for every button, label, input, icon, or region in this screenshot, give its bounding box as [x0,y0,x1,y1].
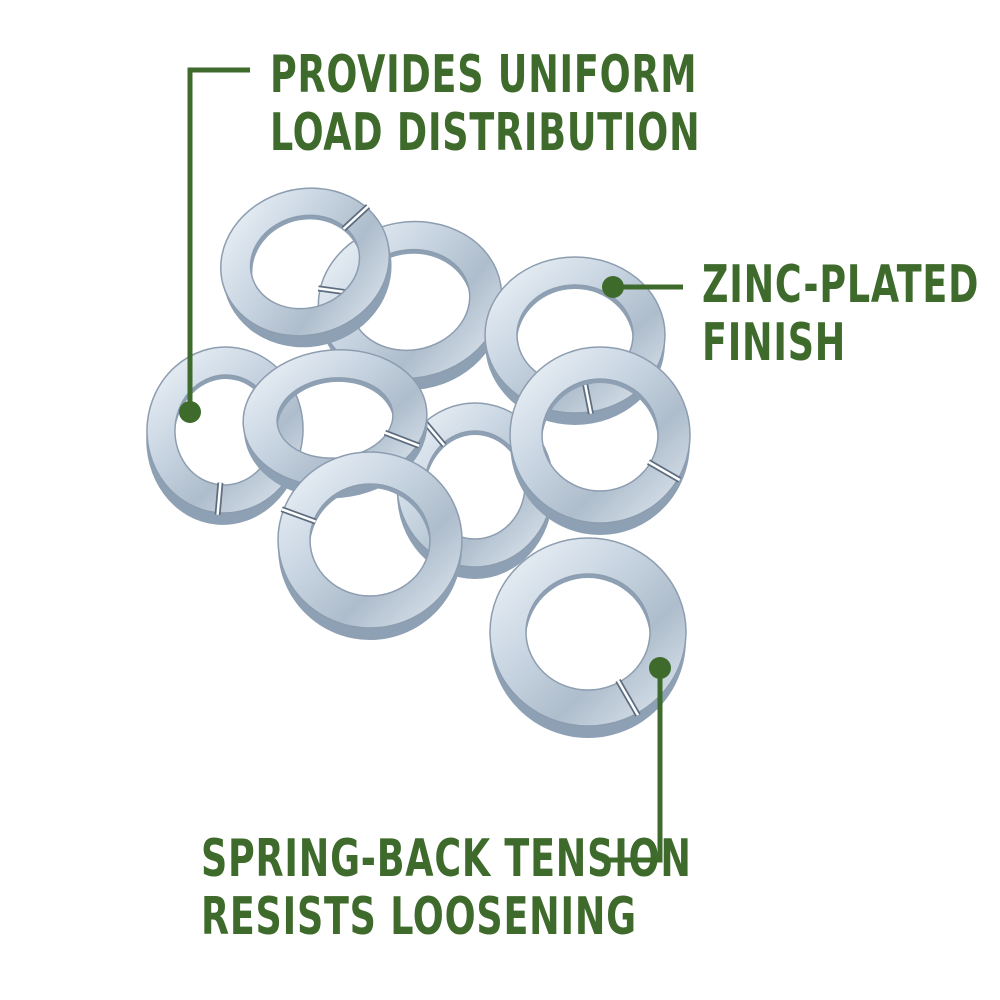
callout-dot [602,276,624,298]
callout-spring-back: SPRING-BACK TENSION RESISTS LOOSENING [200,829,692,947]
lock-washer [484,256,666,425]
callout-zinc-line1: ZINC-PLATED [702,255,980,315]
callout-zinc-plated: ZINC-PLATED FINISH [702,256,979,372]
leader-line-load [179,67,250,423]
callout-spring-line2: RESISTS LOOSENING [200,887,637,947]
callout-dot [179,401,201,423]
washer-group [146,187,691,738]
callout-load-line1: PROVIDES UNIFORM [270,45,698,105]
callout-zinc-line2: FINISH [702,313,847,373]
callout-load-distribution: PROVIDES UNIFORM LOAD DISTRIBUTION [270,46,700,162]
lock-washer [489,537,687,738]
callout-dot [649,657,671,679]
lock-washer [220,187,392,348]
leader-line-zinc [602,276,683,298]
callout-spring-line1: SPRING-BACK TENSION [200,829,692,889]
leader-line-spring [602,657,671,863]
lock-washer [509,346,691,535]
callout-load-line2: LOAD DISTRIBUTION [270,103,701,163]
lock-washer [277,451,463,640]
